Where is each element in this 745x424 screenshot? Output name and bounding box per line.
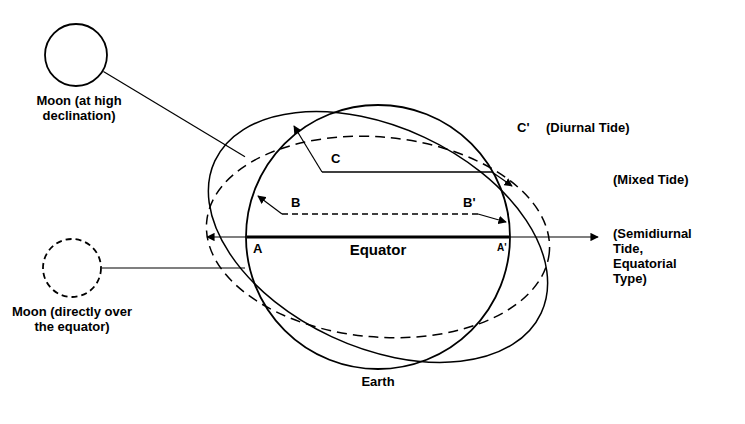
moon-circle [45,24,107,86]
point-label: (Diurnal Tide) [545,120,631,135]
point-label: (Semidiurnal Tide, Equatorial Type) [612,226,706,286]
earth-circle [246,105,510,369]
point-label: B' [462,195,476,210]
equator-line [247,236,509,239]
moon-circle: Moon (at high declination) [44,23,108,87]
moon-circle: Moon (directly over the equator) [42,238,102,298]
equatorial-tide-bulge [198,122,558,351]
point-label: A [252,241,263,256]
tide-height-arrow [509,236,598,237]
moon-circle [43,239,101,297]
moon-pointer-line [102,267,245,268]
point-label: B [290,195,301,210]
node-caption: Moon (at high declination) [4,93,154,123]
tide-height-arrow [258,196,282,214]
earth-circle: Earth [245,104,511,370]
tide-height-arrow [207,236,247,237]
latitude-line [322,171,492,173]
moon-pointer-line [103,72,245,157]
latitude-line [282,213,478,215]
point-label: A' [496,242,508,254]
node-caption: Earth [338,374,418,389]
point-label: C' [516,120,530,135]
node-outline [42,238,102,298]
node-caption: Moon (directly over the equator) [12,304,132,334]
node-outline [245,104,511,370]
point-label: C [330,151,341,166]
node-outline [44,23,108,87]
equator-label: Equator [349,241,408,258]
tide-height-arrow [478,214,506,222]
point-label: (Mixed Tide) [612,172,690,187]
